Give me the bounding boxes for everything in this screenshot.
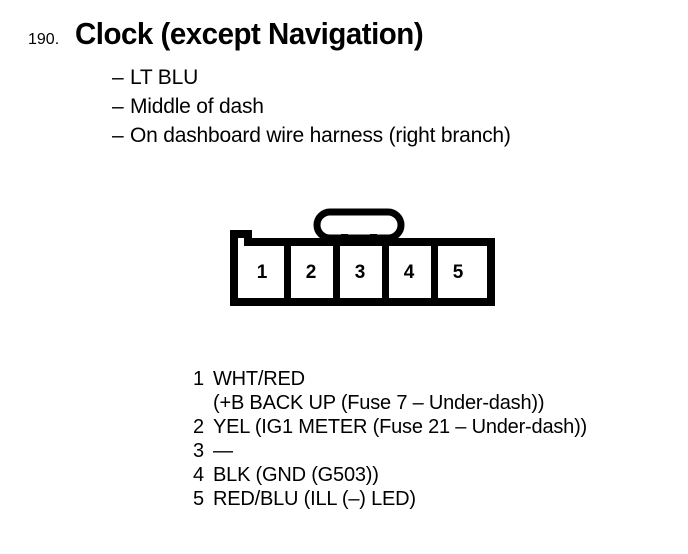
bullet-dash-icon: – <box>112 124 124 147</box>
legend-row: 2 YEL (IG1 METER (Fuse 21 – Under-dash)) <box>193 416 587 440</box>
description-bullet-list: – LT BLU – Middle of dash – On dashboard… <box>112 66 511 153</box>
legend-pin-description: WHT/RED <box>213 368 305 390</box>
bullet-item: – On dashboard wire harness (right branc… <box>112 124 511 153</box>
legend-pin-number: 4 <box>193 464 205 486</box>
bullet-label: On dashboard wire harness (right branch) <box>130 124 511 147</box>
bullet-item: – Middle of dash <box>112 95 511 124</box>
legend-pin-description-continued: (+B BACK UP (Fuse 7 – Under-dash)) <box>213 392 545 414</box>
legend-row: 3 — <box>193 440 587 464</box>
title-number: 190. <box>28 31 60 48</box>
legend-pin-number: 3 <box>193 440 205 462</box>
pin-number-5: 5 <box>453 262 464 283</box>
pin-number-1: 1 <box>257 262 268 283</box>
legend-pin-description: RED/BLU (ILL (–) LED) <box>213 488 416 510</box>
pin-number-4: 4 <box>404 262 415 283</box>
legend-pin-description: BLK (GND (G503)) <box>213 464 379 486</box>
bullet-label: LT BLU <box>130 66 199 89</box>
bullet-dash-icon: – <box>112 66 124 89</box>
title-text: Clock (except Navigation) <box>75 16 424 51</box>
page-title: 190. Clock (except Navigation) <box>28 16 442 52</box>
legend-pin-number: 1 <box>193 368 205 390</box>
legend-pin-number: 5 <box>193 488 205 510</box>
legend-row: 5 RED/BLU (ILL (–) LED) <box>193 488 587 512</box>
legend-pin-description: — <box>213 440 233 462</box>
bullet-dash-icon: – <box>112 95 124 118</box>
connector-diagram: 1 2 3 4 5 <box>218 203 508 313</box>
pin-number-3: 3 <box>355 262 366 283</box>
legend-pin-description: YEL (IG1 METER (Fuse 21 – Under-dash)) <box>213 416 588 438</box>
bullet-item: – LT BLU <box>112 66 511 95</box>
bullet-label: Middle of dash <box>130 95 264 118</box>
connector-body <box>230 230 495 306</box>
pin-dividers <box>284 246 438 298</box>
legend-row-continuation: (+B BACK UP (Fuse 7 – Under-dash)) <box>193 392 587 416</box>
legend-row: 1 WHT/RED <box>193 368 587 392</box>
pin-legend: 1 WHT/RED (+B BACK UP (Fuse 7 – Under-da… <box>193 368 587 512</box>
pin-number-2: 2 <box>306 262 317 283</box>
legend-row: 4 BLK (GND (G503)) <box>193 464 587 488</box>
legend-pin-number: 2 <box>193 416 205 438</box>
